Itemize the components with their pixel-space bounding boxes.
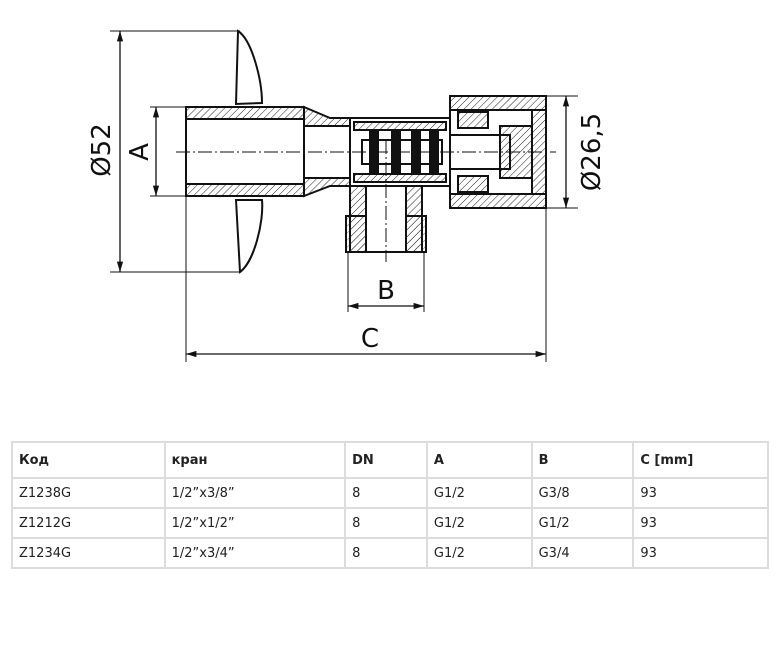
cell-valve: 1/2”x1/2” (163, 507, 347, 539)
cell-valve: 1/2”x3/8” (163, 477, 347, 509)
cell-a: G1/2 (425, 507, 533, 539)
table-row: Z1238G 1/2”x3/8” 8 G1/2 G3/8 93 (11, 477, 769, 509)
cell-b: G3/4 (530, 537, 635, 569)
table-header-row: Код кран DN A B C [mm] (11, 441, 769, 479)
extension-lines (110, 30, 578, 362)
cell-code: Z1234G (11, 537, 166, 569)
header-valve: кран (163, 441, 347, 479)
cell-code: Z1238G (11, 477, 166, 509)
header-code: Код (11, 441, 166, 479)
dim-outer-diameter-label: Ø52 (87, 123, 117, 177)
specification-table: Код кран DN A B C [mm] Z1238G 1/2”x3/8” … (11, 441, 769, 569)
cell-dn: 8 (344, 507, 428, 539)
dim-nut-diameter-label: Ø26,5 (577, 113, 607, 191)
valve-technical-drawing: Ø52 A Ø26,5 B C (87, 29, 607, 362)
dim-a-label: A (125, 143, 155, 161)
valve-handle (234, 29, 264, 274)
table-row: Z1212G 1/2”x1/2” 8 G1/2 G1/2 93 (11, 507, 769, 539)
cell-dn: 8 (344, 477, 428, 509)
cell-valve: 1/2”x3/4” (163, 537, 347, 569)
cell-b: G3/8 (530, 477, 635, 509)
header-dn: DN (344, 441, 428, 479)
header-a: A (425, 441, 533, 479)
header-b: B (530, 441, 635, 479)
cell-c: 93 (632, 507, 769, 539)
cell-b: G1/2 (530, 507, 635, 539)
table-row: Z1234G 1/2”x3/4” 8 G1/2 G3/4 93 (11, 537, 769, 569)
dim-b-label: B (377, 276, 395, 306)
dimension-lines (116, 31, 570, 358)
cell-c: 93 (632, 537, 769, 569)
cell-code: Z1212G (11, 507, 166, 539)
centerlines (176, 140, 556, 262)
cell-a: G1/2 (425, 537, 533, 569)
cell-a: G1/2 (425, 477, 533, 509)
cell-c: 93 (632, 477, 769, 509)
dim-c-label: C (361, 324, 379, 354)
header-c: C [mm] (632, 441, 769, 479)
cell-dn: 8 (344, 537, 428, 569)
